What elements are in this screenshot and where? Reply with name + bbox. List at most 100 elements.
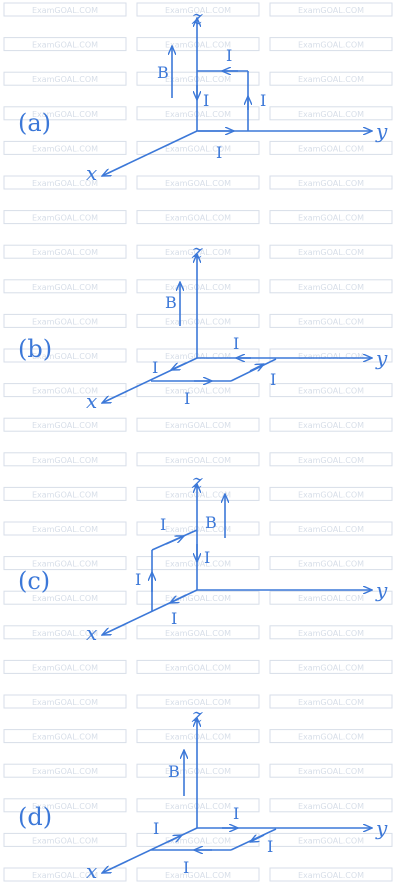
watermark-text: ExamGOAL.COM	[165, 6, 231, 15]
watermark-text: ExamGOAL.COM	[298, 733, 364, 742]
watermark-text: ExamGOAL.COM	[32, 594, 98, 603]
watermark-tile	[3, 313, 127, 328]
watermark-text: ExamGOAL.COM	[165, 248, 231, 257]
watermark-text: ExamGOAL.COM	[298, 767, 364, 776]
watermark-text: ExamGOAL.COM	[298, 629, 364, 638]
current-arrow	[249, 364, 264, 372]
watermark-tile	[3, 694, 127, 709]
watermark-tile	[136, 37, 260, 52]
watermark-tile	[3, 590, 127, 605]
watermark-text: ExamGOAL.COM	[165, 594, 231, 603]
watermark-text: ExamGOAL.COM	[165, 871, 231, 880]
watermark-text: ExamGOAL.COM	[165, 456, 231, 465]
watermark-text: ExamGOAL.COM	[298, 387, 364, 396]
current-label: I	[171, 609, 177, 628]
watermark-tile	[3, 210, 127, 225]
watermark-tile	[269, 729, 393, 744]
z-axis-label: z	[191, 703, 203, 727]
watermark-text: ExamGOAL.COM	[298, 317, 364, 326]
watermark-text: ExamGOAL.COM	[298, 283, 364, 292]
watermark-tile	[269, 37, 393, 52]
watermark-tile	[269, 244, 393, 259]
watermark-tile	[136, 659, 260, 674]
watermark-tile	[3, 175, 127, 190]
current-label: I	[160, 515, 166, 534]
watermark-text: ExamGOAL.COM	[298, 110, 364, 119]
watermark-tile	[269, 175, 393, 190]
watermark-text: ExamGOAL.COM	[165, 698, 231, 707]
watermark-tile	[3, 486, 127, 501]
watermark-text: ExamGOAL.COM	[32, 283, 98, 292]
option-b: (b) z y x B I I I I	[18, 239, 388, 413]
watermark-tile	[3, 659, 127, 674]
watermark-text: ExamGOAL.COM	[32, 871, 98, 880]
watermark-text: ExamGOAL.COM	[165, 283, 231, 292]
watermark-tile	[136, 71, 260, 86]
watermark-tile	[3, 71, 127, 86]
watermark-text: ExamGOAL.COM	[32, 663, 98, 672]
watermark-text: ExamGOAL.COM	[32, 560, 98, 569]
current-arrow	[250, 834, 265, 842]
watermark-text: ExamGOAL.COM	[298, 594, 364, 603]
y-axis-label: y	[375, 346, 388, 370]
watermark-tile	[136, 694, 260, 709]
watermark-tile	[3, 867, 127, 882]
watermark-text: ExamGOAL.COM	[32, 248, 98, 257]
option-a: (a) z y x B I I I I	[18, 5, 388, 185]
watermark-text: ExamGOAL.COM	[165, 110, 231, 119]
watermark-text: ExamGOAL.COM	[32, 214, 98, 223]
watermark-text: ExamGOAL.COM	[165, 733, 231, 742]
watermark-text: ExamGOAL.COM	[32, 733, 98, 742]
watermark-tile	[3, 521, 127, 536]
current-arrow	[165, 535, 184, 545]
watermark-tile	[3, 2, 127, 17]
watermark-text: ExamGOAL.COM	[32, 525, 98, 534]
watermark-text: ExamGOAL.COM	[32, 387, 98, 396]
watermark-text: ExamGOAL.COM	[165, 387, 231, 396]
watermark-tile	[269, 383, 393, 398]
watermark-tile	[269, 313, 393, 328]
watermark-text: ExamGOAL.COM	[165, 214, 231, 223]
watermark-text: ExamGOAL.COM	[165, 41, 231, 50]
watermark-tile	[136, 763, 260, 778]
field-label: B	[205, 513, 217, 532]
option-c: (c) z y x B I I I I	[18, 469, 388, 645]
watermark-text: ExamGOAL.COM	[32, 110, 98, 119]
watermark-text: ExamGOAL.COM	[298, 144, 364, 153]
watermark-text: ExamGOAL.COM	[32, 490, 98, 499]
x-axis-label: x	[86, 389, 97, 413]
watermark-text: ExamGOAL.COM	[298, 352, 364, 361]
watermark-text: ExamGOAL.COM	[32, 629, 98, 638]
watermark-text: ExamGOAL.COM	[165, 560, 231, 569]
watermark-tile	[3, 279, 127, 294]
watermark-text: ExamGOAL.COM	[165, 629, 231, 638]
watermark-text: ExamGOAL.COM	[298, 663, 364, 672]
watermark-tile	[3, 244, 127, 259]
watermark-tile	[3, 140, 127, 155]
watermark-tile	[136, 2, 260, 17]
watermark-tile	[269, 486, 393, 501]
watermark-tile	[3, 832, 127, 847]
watermark-tile	[269, 763, 393, 778]
watermark-tile	[136, 521, 260, 536]
watermark-tile	[269, 417, 393, 432]
watermark-tile	[269, 140, 393, 155]
watermark-tile	[3, 417, 127, 432]
watermark-text: ExamGOAL.COM	[32, 698, 98, 707]
option-d: (d) z y x B I I I I	[18, 703, 388, 883]
watermark-text: ExamGOAL.COM	[165, 144, 231, 153]
watermark-text: ExamGOAL.COM	[298, 802, 364, 811]
watermark-tile	[269, 556, 393, 571]
x-axis-label: x	[86, 161, 97, 185]
watermark-tile	[3, 452, 127, 467]
watermark-tile	[136, 279, 260, 294]
watermark-tile	[269, 210, 393, 225]
watermark-text: ExamGOAL.COM	[32, 836, 98, 845]
z-axis-label: z	[191, 5, 203, 29]
watermark-text: ExamGOAL.COM	[298, 490, 364, 499]
current-label: I	[204, 548, 210, 567]
option-label-b: (b)	[18, 335, 52, 363]
watermark-text: ExamGOAL.COM	[298, 214, 364, 223]
watermark-tile	[269, 452, 393, 467]
watermark-tile	[269, 106, 393, 121]
